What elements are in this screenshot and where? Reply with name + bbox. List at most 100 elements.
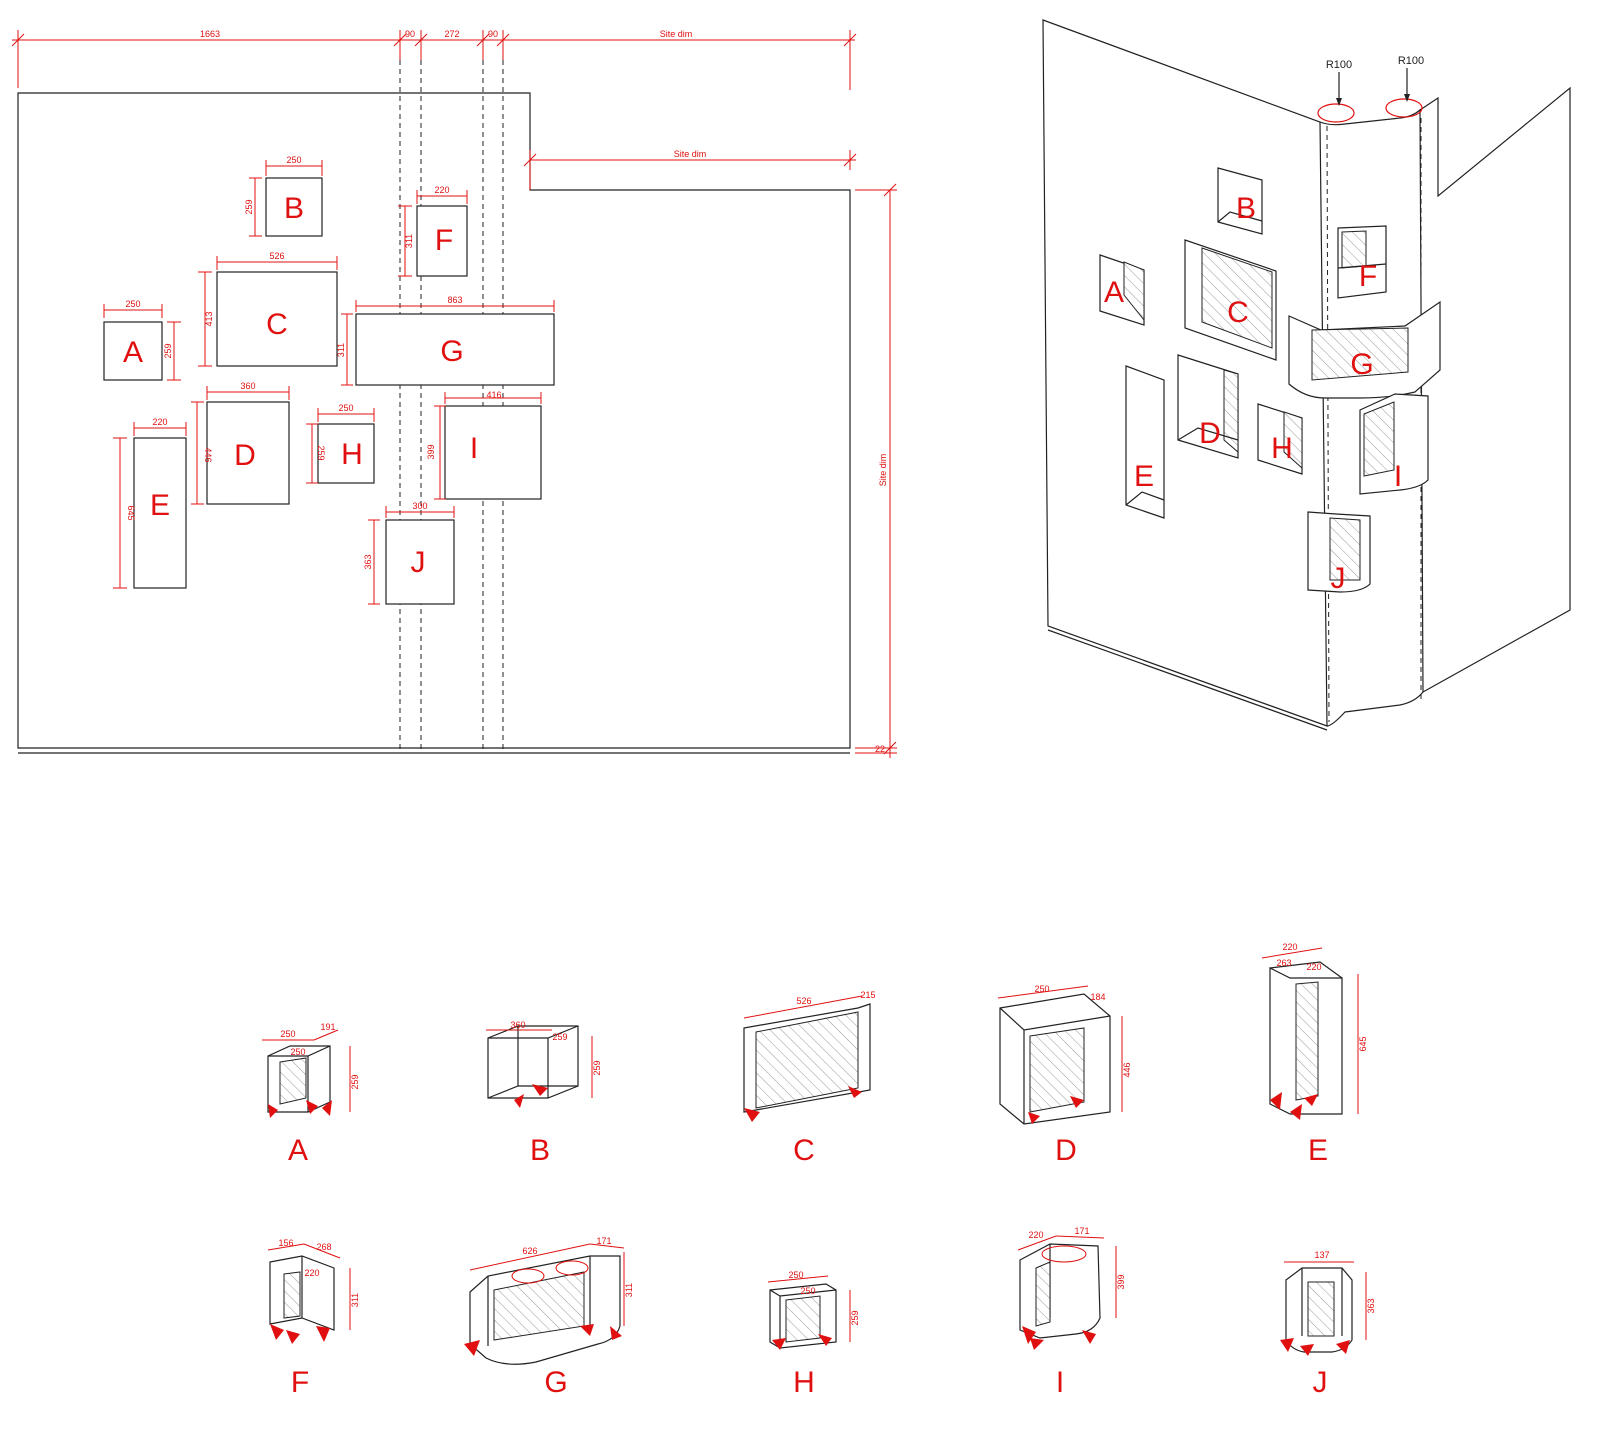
svg-text:215: 215 [860, 990, 875, 1000]
svg-text:363: 363 [1366, 1298, 1376, 1313]
opening-I: 416 399 I [426, 390, 542, 500]
dim-22: 22 [875, 744, 885, 754]
radius-label-2: R100 [1398, 55, 1424, 67]
opening-J: 300 363 J [363, 501, 455, 605]
svg-text:263: 263 [1276, 958, 1291, 968]
iso-opening-D: D [1177, 354, 1239, 459]
svg-text:268: 268 [316, 1242, 331, 1252]
detail-row-1: 250 191 259 250 A 360 259 259 B 526 215 [262, 942, 1368, 1167]
dim-272: 272 [444, 29, 459, 39]
opening-A: 250 259 A [103, 299, 181, 381]
detail-label-B: B [530, 1134, 550, 1167]
opening-C: 526 413 C [198, 251, 338, 367]
detail-label-G: G [544, 1366, 567, 1399]
svg-text:259: 259 [592, 1060, 602, 1075]
svg-text:259: 259 [850, 1310, 860, 1325]
label-D: D [234, 439, 256, 472]
svg-text:137: 137 [1314, 1250, 1329, 1260]
svg-text:526: 526 [796, 996, 811, 1006]
dim-D-w: 360 [240, 381, 255, 391]
radius-label-1: R100 [1326, 59, 1352, 71]
side-dimension: Site dim 22 [855, 183, 897, 758]
detail-J: 137 363 J [1280, 1250, 1376, 1399]
dim-F-h: 311 [404, 234, 414, 248]
svg-text:311: 311 [624, 1283, 634, 1297]
front-elevation: 1663 90 272 90 Site dim Site dim Site di… [11, 29, 897, 758]
detail-D: 250 184 446 D [997, 984, 1132, 1167]
svg-text:250: 250 [788, 1270, 803, 1280]
label-B: B [284, 192, 304, 225]
label-G: G [440, 335, 463, 368]
label-F: F [435, 224, 453, 257]
dim-A-w: 250 [125, 299, 140, 309]
detail-H: 250 250 259 H [767, 1270, 860, 1399]
detail-label-C: C [793, 1134, 815, 1167]
dim-D-h: 446 [203, 447, 213, 462]
svg-text:191: 191 [320, 1022, 335, 1032]
dim-J-h: 363 [363, 554, 373, 569]
iso-label-B: B [1236, 192, 1256, 225]
detail-F: 156 268 220 311 F [267, 1238, 360, 1399]
dim-A-h: 259 [163, 343, 173, 358]
iso-left-base [1047, 629, 1328, 731]
upper-right-dimension: Site dim [523, 149, 857, 190]
iso-label-F: F [1359, 260, 1377, 293]
svg-text:645: 645 [1358, 1036, 1368, 1051]
svg-text:311: 311 [350, 1293, 360, 1307]
svg-text:250: 250 [290, 1047, 305, 1057]
detail-label-F: F [291, 1366, 309, 1399]
svg-text:250: 250 [800, 1286, 815, 1296]
svg-text:250: 250 [280, 1029, 295, 1039]
dim-E-w: 220 [152, 417, 167, 427]
dim-C-h: 413 [204, 311, 214, 326]
dim-site-side: Site dim [878, 454, 888, 487]
isometric-view: R100 R100 B F A C G [1042, 19, 1571, 731]
iso-opening-C: C [1184, 239, 1277, 361]
opening-D: 360 446 D [191, 381, 290, 505]
opening-E: 220 645 E [113, 417, 187, 589]
detail-E: 220 263 220 645 E [1261, 942, 1368, 1167]
dim-F-w: 220 [434, 185, 449, 195]
dim-site-top: Site dim [660, 29, 693, 39]
svg-text:220: 220 [1028, 1230, 1043, 1240]
svg-text:220: 220 [304, 1268, 319, 1278]
iso-fold-1 [1326, 125, 1330, 723]
dim-E-h: 645 [126, 505, 136, 520]
svg-text:220: 220 [1282, 942, 1297, 952]
detail-I: 220 171 399 I [1017, 1226, 1126, 1399]
iso-opening-J: J [1307, 511, 1371, 595]
svg-text:360: 360 [510, 1020, 525, 1030]
detail-label-A: A [288, 1134, 308, 1167]
iso-label-J: J [1331, 562, 1346, 595]
iso-opening-A: A [1099, 254, 1145, 326]
dim-B-w: 250 [286, 155, 301, 165]
wall-outline [17, 92, 851, 749]
detail-C: 526 215 C [743, 990, 876, 1167]
dim-C-w: 526 [269, 251, 284, 261]
iso-opening-G: G [1288, 300, 1441, 399]
detail-row-2: 156 268 220 311 F 626 171 311 G [267, 1226, 1376, 1399]
detail-label-E: E [1308, 1134, 1328, 1167]
svg-text:250: 250 [1034, 984, 1049, 994]
iso-opening-B: B [1217, 167, 1263, 235]
label-A: A [123, 336, 143, 369]
opening-F: 220 311 F [398, 185, 468, 277]
iso-opening-H: H [1257, 403, 1303, 475]
dim-1663: 1663 [200, 29, 220, 39]
svg-text:171: 171 [1074, 1226, 1089, 1236]
iso-opening-F: F [1337, 225, 1387, 299]
radius-callout-2 [1385, 98, 1423, 118]
dim-I-w: 416 [486, 390, 501, 400]
opening-H: 250 259 H [306, 403, 375, 484]
dim-G-w: 863 [447, 295, 462, 305]
label-C: C [266, 308, 288, 341]
svg-text:184: 184 [1090, 992, 1105, 1002]
svg-text:399: 399 [1116, 1274, 1126, 1289]
iso-opening-E: E [1125, 365, 1165, 519]
dim-B-h: 259 [244, 199, 254, 214]
iso-opening-I: I [1359, 393, 1429, 495]
svg-text:259: 259 [552, 1032, 567, 1042]
iso-label-D: D [1199, 417, 1221, 450]
label-E: E [150, 489, 170, 522]
svg-text:259: 259 [350, 1074, 360, 1089]
